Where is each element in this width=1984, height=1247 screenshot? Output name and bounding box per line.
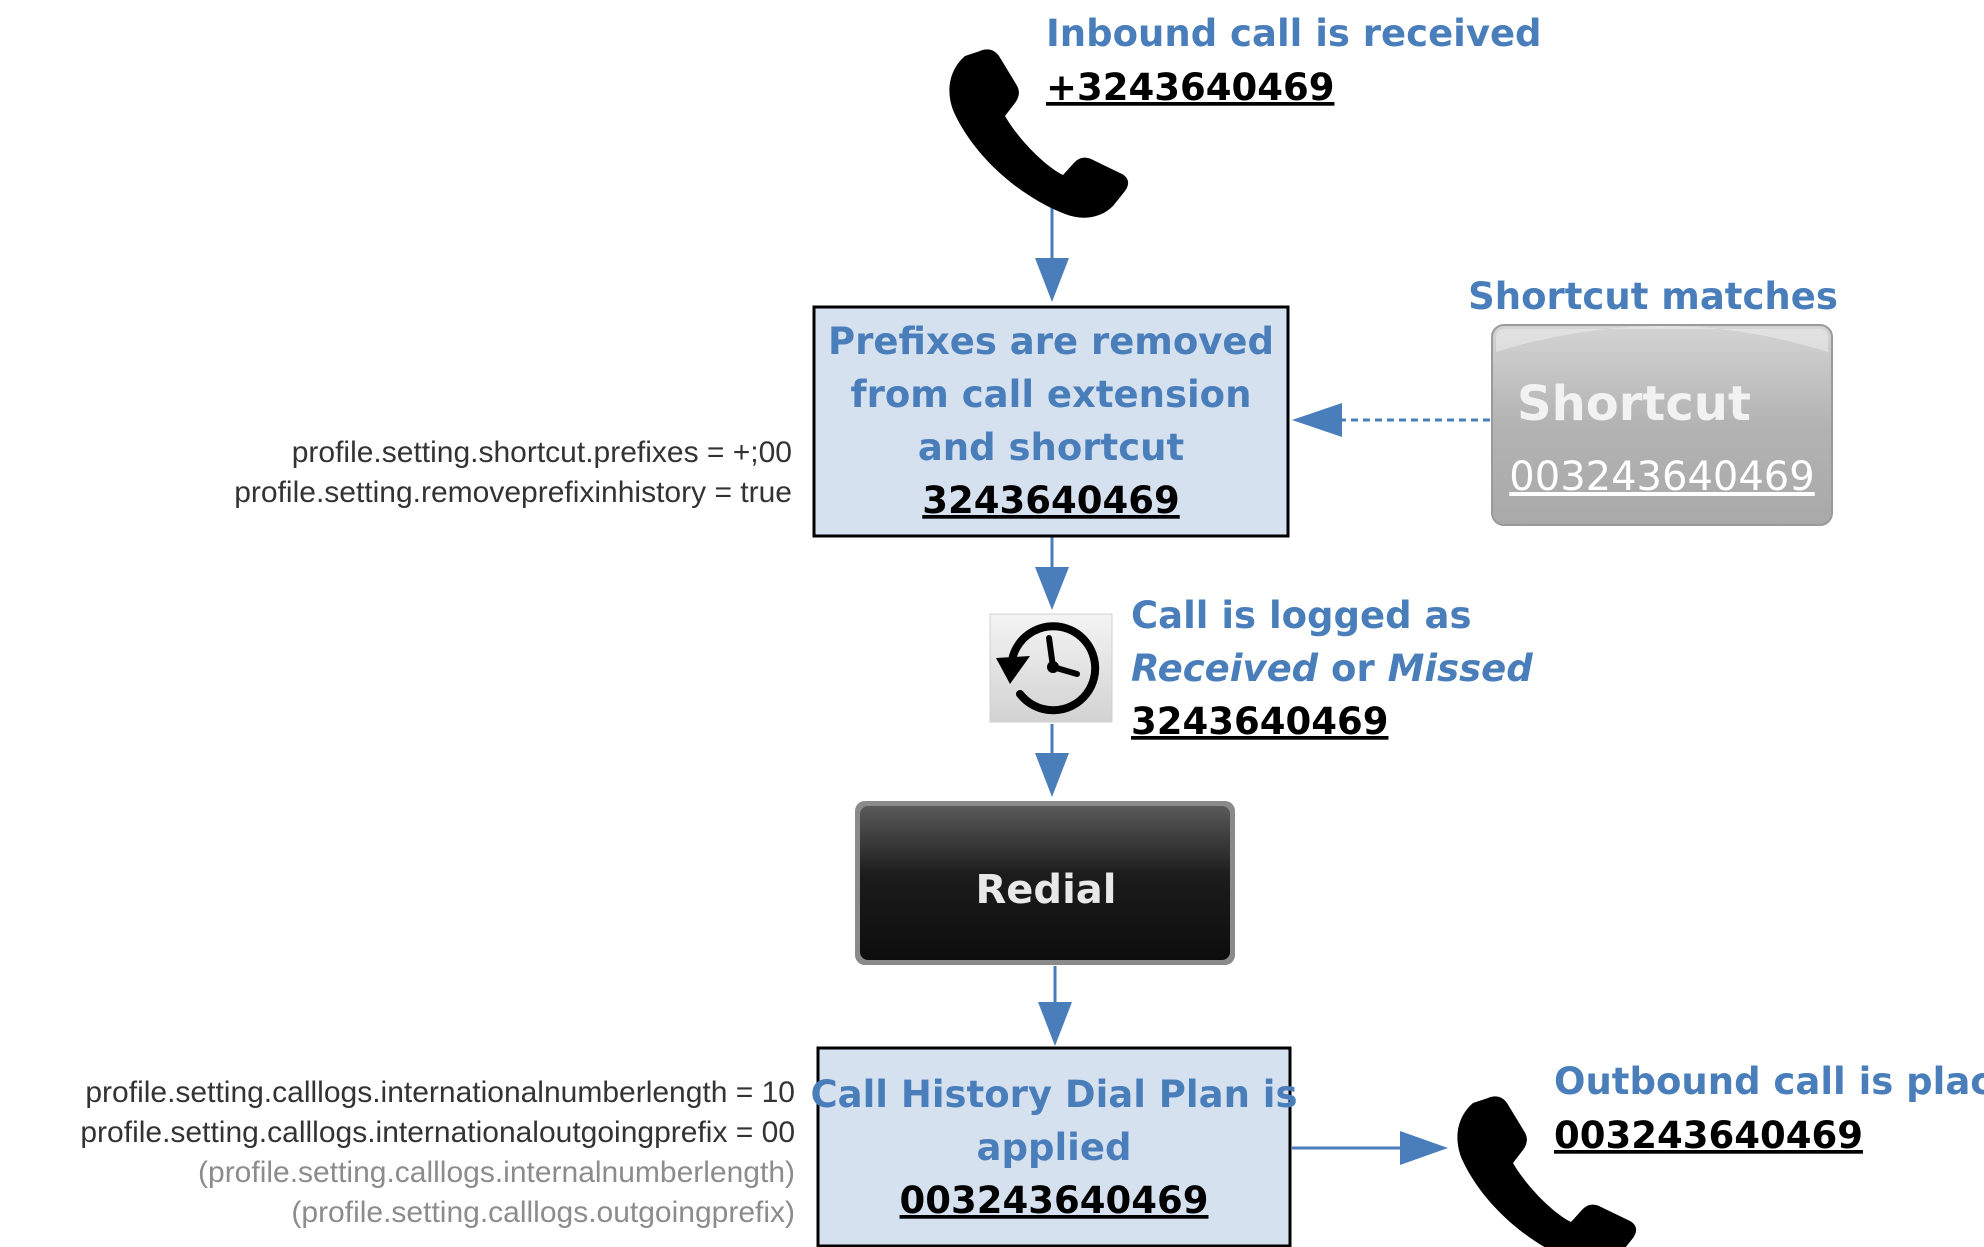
inbound-number: +3243640469 <box>1046 66 1334 109</box>
prefix-config-shortcut-prefixes: profile.setting.shortcut.prefixes = +;00 <box>292 436 792 469</box>
shortcut-button-label: Shortcut <box>1517 376 1751 432</box>
shortcut-number: 003243640469 <box>1509 454 1814 500</box>
dialplan-config-intl-prefix: profile.setting.calllogs.internationalou… <box>80 1116 795 1149</box>
connectors <box>1035 190 1490 1165</box>
prefix-box-line3: and shortcut <box>918 426 1184 469</box>
dialplan-config-outgoing-prefix: (profile.setting.calllogs.outgoingprefix… <box>291 1196 795 1229</box>
shortcut-button <box>1491 324 1833 526</box>
call-history-clock-icon <box>989 613 1113 723</box>
dialplan-config-internal-length: (profile.setting.calllogs.internalnumber… <box>198 1156 795 1189</box>
prefix-box-line1: Prefixes are removed <box>828 320 1274 363</box>
log-number: 3243640469 <box>1131 700 1388 743</box>
redial-label: Redial <box>976 867 1117 913</box>
log-or: or <box>1318 647 1387 690</box>
outbound-number: 003243640469 <box>1554 1114 1863 1157</box>
outbound-phone-icon <box>1457 1096 1637 1247</box>
log-line2: Received or Missed <box>1131 647 1533 690</box>
prefix-box-line2: from call extension <box>851 373 1252 416</box>
redial-button <box>855 801 1235 965</box>
dialplan-box <box>816 1046 1292 1247</box>
log-received: Received <box>1131 647 1319 690</box>
shortcut-title: Shortcut matches <box>1468 275 1838 318</box>
dialplan-line1: Call History Dial Plan is <box>810 1073 1297 1116</box>
dialplan-config-intl-length: profile.setting.calllogs.internationalnu… <box>85 1076 795 1109</box>
log-missed: Missed <box>1388 647 1534 690</box>
dialplan-line2: applied <box>977 1126 1132 1169</box>
prefix-config-remove-prefix: profile.setting.removeprefixinhistory = … <box>234 476 792 509</box>
inbound-title: Inbound call is received <box>1046 12 1542 55</box>
inbound-phone-icon <box>949 49 1129 218</box>
dialplan-number: 003243640469 <box>900 1179 1209 1222</box>
prefix-box-number: 3243640469 <box>922 479 1179 522</box>
log-line1: Call is logged as <box>1131 594 1471 637</box>
outbound-title: Outbound call is placed <box>1554 1060 1984 1103</box>
prefix-removal-box <box>812 305 1290 538</box>
